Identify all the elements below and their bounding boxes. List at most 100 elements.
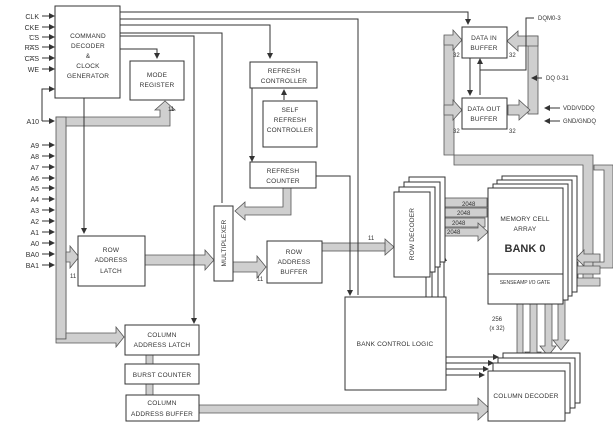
data-in-right-width: 32 [509, 53, 516, 59]
row-address-latch-block: ROW ADDRESS LATCH [77, 235, 146, 287]
self-refresh-line-1: SELF [281, 107, 298, 114]
burst-counter-label: BURST COUNTER [133, 372, 192, 379]
dq-bus-spine [527, 35, 539, 115]
row-latch-line-2: ADDRESS [95, 257, 128, 264]
dq-label: DQ 0-31 [546, 76, 569, 82]
data-in-right-arrow [506, 30, 539, 52]
mode-register-block: MODE REGISTER [129, 60, 185, 101]
bus-2048-label-2: 2048 [457, 211, 471, 217]
column-latch-line-2: ADDRESS LATCH [134, 342, 191, 349]
control-pins: CLK CKE CS RAS CAS WE A10 [25, 14, 40, 126]
bank-control-label: BANK CONTROL LOGIC [357, 341, 434, 348]
burst-link-top [145, 354, 154, 365]
pin-ras: RAS [25, 45, 40, 52]
address-bus-spine [55, 116, 67, 340]
row-decoder-stack: ROW DECODER [393, 176, 446, 278]
pin-cke: CKE [25, 25, 40, 32]
row-bus-width: 11 [368, 236, 375, 242]
data-out-line-1: DATA OUT [467, 106, 500, 113]
command-decoder-line-2: DECODER [71, 43, 105, 50]
pin-a8: A8 [30, 154, 39, 161]
self-refresh-line-3: CONTROLLER [267, 127, 314, 134]
latch-to-mux-bus [144, 248, 215, 272]
pin-a9: A9 [30, 143, 39, 150]
data-in-line-1: DATA IN [471, 35, 497, 42]
bus-2048-label-4: 2048 [447, 230, 461, 236]
row-address-buffer-block: ROW ADDRESS BUFFER [266, 240, 323, 284]
bus-2048-label-1: 2048 [462, 202, 476, 208]
row-decoder-label: ROW DECODER [409, 208, 416, 260]
burst-counter-block: BURST COUNTER [124, 363, 200, 385]
address-pin-wires [42, 142, 55, 268]
pin-a7: A7 [30, 165, 39, 172]
colbuf-to-coldecoder-bus [197, 397, 491, 421]
bus-2048-label-3: 2048 [452, 221, 466, 227]
refresh-counter-line-2: COUNTER [266, 178, 300, 185]
command-decoder-line-3: & [86, 53, 91, 60]
data-in-left-arrow [443, 28, 463, 52]
command-decoder-block: COMMAND DECODER & CLOCK GENERATOR [54, 5, 121, 99]
refresh-wires [249, 88, 353, 296]
pin-we: WE [28, 67, 40, 74]
memory-cell-line-1: MEMORY CELL [500, 216, 549, 223]
vdd-label: VDD/VDDQ [563, 106, 595, 112]
refresh-to-mux-bus [234, 187, 292, 221]
data-out-line-2: BUFFER [470, 116, 497, 123]
senseamp-label: SENSEAMP I/O GATE [500, 280, 551, 286]
column-address-buffer-block: COLUMN ADDRESS BUFFER [125, 394, 200, 422]
row-latch-line-1: ROW [103, 247, 120, 254]
address-pins: A9 A8 A7 A6 A5 A4 A3 A2 A1 A0 BA0 BA1 [26, 143, 39, 270]
bank-label: BANK 0 [505, 243, 546, 255]
pin-ba1: BA1 [26, 263, 39, 270]
burst-link-bottom [145, 383, 154, 396]
bank-control-to-column-decoder [446, 354, 499, 378]
row-buffer-line-2: ADDRESS [278, 259, 311, 266]
pin-cs: CS [29, 35, 39, 42]
pin-a10: A10 [27, 119, 40, 126]
row-buffer-line-1: ROW [286, 249, 303, 256]
control-pin-wires [41, 13, 55, 124]
pin-a3: A3 [30, 208, 39, 215]
gnd-label: GND/GNDQ [563, 119, 596, 125]
memory-cell-line-2: ARRAY [514, 226, 537, 233]
refresh-counter-line-1: REFRESH [267, 168, 300, 175]
column-latch-line-1: COLUMN [147, 332, 176, 339]
row-buffer-line-3: BUFFER [280, 269, 307, 276]
bank-control-logic-block: BANK CONTROL LOGIC [344, 296, 447, 391]
row-latch-width: 11 [70, 274, 77, 280]
refresh-controller-line-1: REFRESH [268, 68, 301, 75]
data-in-buffer-block: DATA IN BUFFER [461, 26, 508, 59]
self-refresh-line-2: REFRESH [274, 117, 307, 124]
data-out-left-arrow [443, 98, 463, 122]
mode-register-width: 11 [168, 107, 175, 113]
multiplexer-block: MULTIPLEXER [213, 205, 234, 282]
data-out-right-width: 32 [509, 129, 516, 135]
col-latch-bus-arrow [55, 325, 125, 349]
pin-clk: CLK [25, 14, 39, 21]
mux-to-rowbuf-bus [232, 254, 267, 280]
column-buffer-line-2: ADDRESS BUFFER [131, 411, 193, 418]
column-decoder-label: COLUMN DECODER [493, 393, 558, 400]
pin-a5: A5 [30, 186, 39, 193]
data-out-buffer-block: DATA OUT BUFFER [461, 97, 508, 130]
refresh-controller-block: REFRESH CONTROLLER [249, 61, 318, 89]
bank-data-arrow-2 [575, 249, 601, 267]
data-buffer-wires [467, 17, 560, 124]
memory-cell-array-stack: MEMORY CELL ARRAY BANK 0 SENSEAMP I/O GA… [487, 175, 578, 305]
self-refresh-controller-block: SELF REFRESH CONTROLLER [262, 100, 318, 148]
address-bus [55, 100, 177, 331]
data-in-line-2: BUFFER [470, 45, 497, 52]
data-out-left-width: 32 [453, 129, 460, 135]
pin-cas: CAS [25, 56, 40, 63]
column-width-mult-label: (x 32) [489, 326, 504, 332]
bank-data-arrow-1 [592, 164, 613, 269]
column-buffer-line-1: COLUMN [147, 400, 176, 407]
command-decoder-line-1: COMMAND [70, 33, 106, 40]
multiplexer-label: MULTIPLEXER [221, 219, 228, 266]
rowbuf-bus-body [320, 242, 386, 252]
mode-register-line-2: REGISTER [140, 82, 175, 89]
command-decoder-outputs [81, 11, 471, 324]
command-decoder-line-5: GENERATOR [67, 73, 109, 80]
pin-a2: A2 [30, 219, 39, 226]
